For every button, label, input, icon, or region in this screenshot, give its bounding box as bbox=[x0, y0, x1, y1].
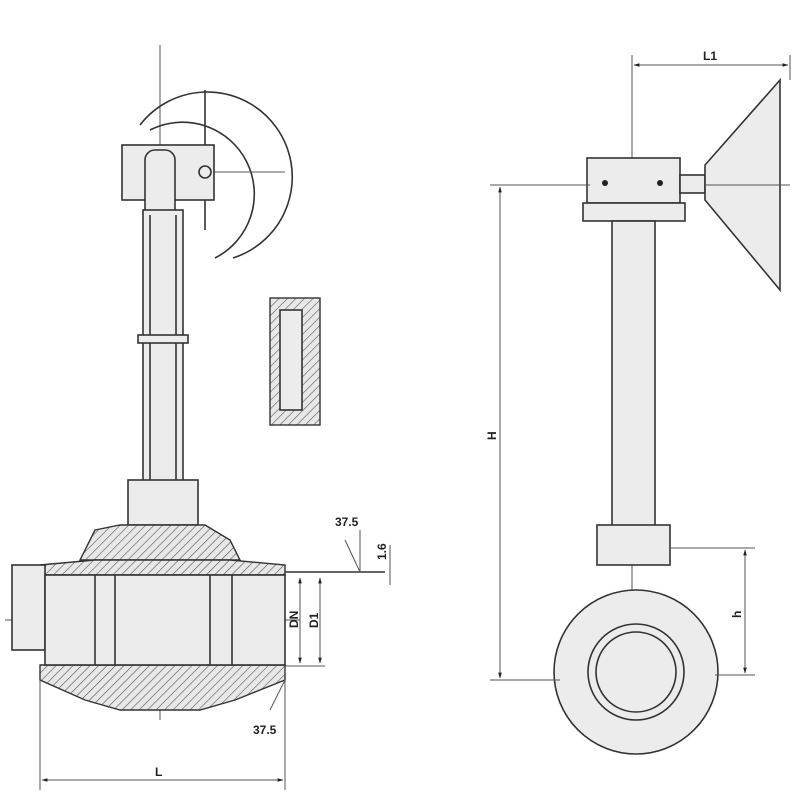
handwheel bbox=[139, 91, 294, 259]
label-land: 1.6 bbox=[375, 543, 389, 560]
front-section-view: L DN D1 37.5 37.5 1.6 bbox=[5, 45, 391, 790]
body-circle bbox=[553, 589, 719, 755]
label-bevel-bottom: 37.5 bbox=[253, 723, 277, 737]
bonnet-flange-side bbox=[596, 524, 671, 566]
extension-stem-side bbox=[611, 220, 656, 527]
bonnet-flange bbox=[127, 479, 199, 526]
label-h: h bbox=[730, 611, 744, 618]
label-L: L bbox=[155, 765, 162, 779]
label-D1: D1 bbox=[307, 612, 321, 628]
label-L1: L1 bbox=[703, 49, 717, 63]
label-H: H bbox=[485, 431, 499, 440]
body-top bbox=[78, 524, 242, 561]
gearbox-side bbox=[586, 157, 681, 204]
pipe bbox=[11, 564, 46, 651]
ball bbox=[44, 574, 286, 666]
label-DN: DN bbox=[287, 611, 301, 628]
extension-stem bbox=[142, 209, 184, 501]
body-bottom bbox=[39, 664, 286, 711]
label-bevel-top: 37.5 bbox=[335, 515, 359, 529]
side-view: L1 H h bbox=[485, 49, 791, 755]
